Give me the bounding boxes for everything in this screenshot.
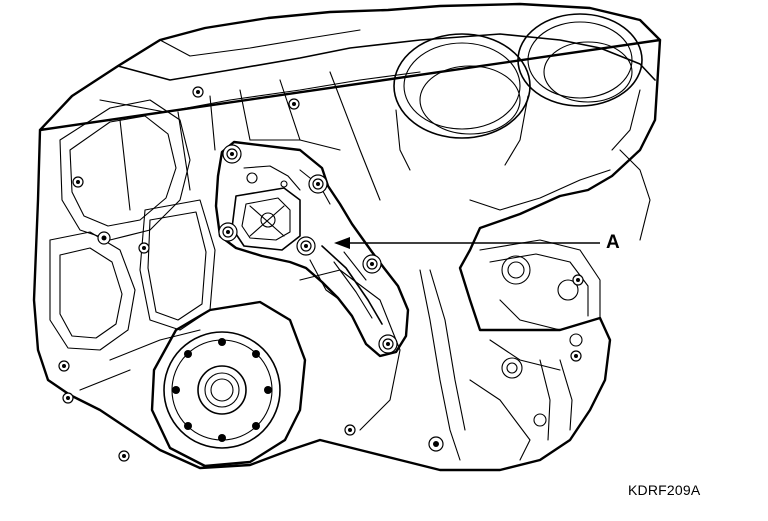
callout-leader-line (334, 237, 600, 249)
block-bolts (58, 86, 584, 462)
cylinder-bores (393, 13, 643, 171)
callout-label-a: A (606, 232, 620, 253)
engine-block-outline (32, 2, 662, 472)
figure-code: KDRF209A (628, 482, 701, 498)
bracket-part-a (214, 140, 410, 358)
flange-bolt-holes (172, 338, 272, 442)
right-side-structure (469, 149, 651, 461)
leader-arrowhead (334, 237, 350, 249)
crankshaft-flange (150, 300, 307, 468)
block-ribbing (49, 71, 466, 461)
